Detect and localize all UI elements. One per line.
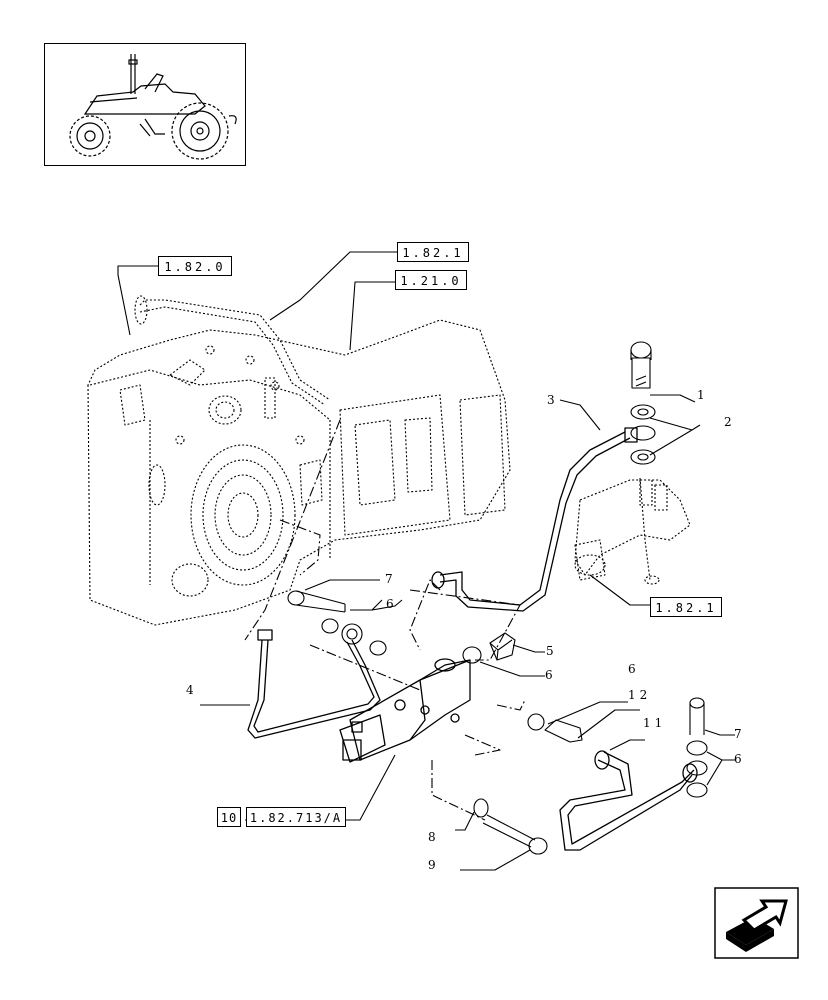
ref-box-1-21-0[interactable]: 1.21.0	[395, 270, 467, 290]
callout-6-center: 6	[545, 668, 554, 682]
next-page-arrow-icon	[714, 887, 799, 959]
ref-box-1-82-1-top[interactable]: 1.82.1	[397, 242, 469, 262]
ref-box-group-prefix: 10	[217, 807, 241, 827]
callout-1: 1	[697, 388, 706, 402]
callout-2: 2	[724, 415, 733, 429]
pipe-11	[559, 750, 698, 851]
bolt-7-right	[689, 697, 705, 735]
callout-9: 9	[428, 858, 437, 872]
callout-11: 11	[643, 716, 667, 730]
callout-7-left: 7	[385, 572, 394, 586]
ref-box-1-82-1-right[interactable]: 1.82.1	[650, 597, 722, 617]
callout-5: 5	[546, 644, 555, 658]
ref-box-1-82-0[interactable]: 1.82.0	[158, 256, 232, 276]
ref-box-1-82-713-a[interactable]: 1.82.713/A	[246, 807, 346, 827]
valve-block	[339, 658, 471, 763]
lift-bracket	[574, 477, 691, 585]
callout-6-left: 6	[386, 597, 395, 611]
callout-7-right: 7	[734, 727, 743, 741]
bolt-7-left	[287, 590, 346, 613]
callout-8: 8	[428, 830, 437, 844]
fitting-5	[489, 632, 516, 661]
bolt-1	[630, 341, 652, 389]
callout-6-upper-right: 6	[628, 662, 637, 676]
transmission-housing	[87, 319, 511, 626]
bolt-9	[482, 814, 548, 855]
callout-6-right: 6	[734, 752, 743, 766]
next-page-button[interactable]	[714, 887, 799, 959]
tractor-thumbnail-icon	[69, 54, 237, 160]
pipe-4	[247, 629, 381, 739]
callout-4: 4	[186, 683, 195, 697]
pipe-3	[431, 427, 638, 612]
tractor-thumbnail	[44, 43, 246, 166]
callout-3: 3	[547, 393, 556, 407]
callout-12: 12	[628, 688, 652, 702]
